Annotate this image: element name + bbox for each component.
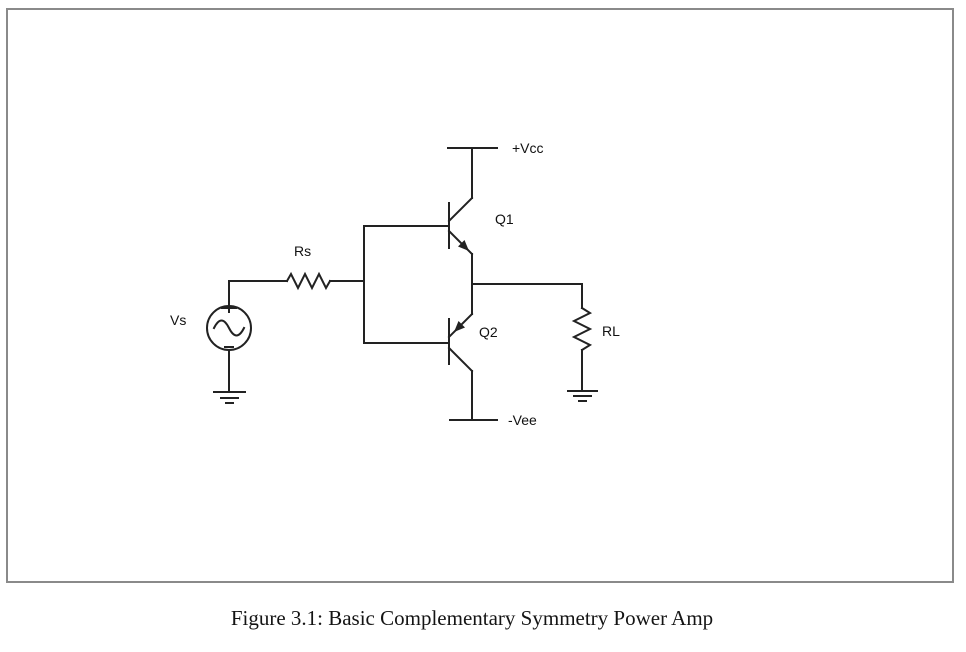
vs-label: Vs: [170, 312, 186, 328]
vcc-label: +Vcc: [512, 140, 544, 156]
q1-collector-lead: [447, 196, 474, 223]
rl-label: RL: [602, 323, 620, 339]
vs-to-rs-wire: [228, 280, 288, 313]
vs-sine-icon: [212, 319, 246, 337]
q1-emitter-arrow-icon: [458, 240, 469, 251]
rs-resistor-icon: [285, 271, 332, 291]
q2-collector-lead: [447, 346, 474, 373]
vee-label: -Vee: [508, 412, 537, 428]
figure-caption: Figure 3.1: Basic Complementary Symmetry…: [230, 606, 714, 630]
q2-emitter-arrow-icon: [454, 321, 465, 332]
q1-label: Q1: [495, 211, 514, 227]
rl-resistor-icon: [571, 306, 593, 352]
figure-border: [6, 8, 954, 583]
rs-label: Rs: [294, 243, 311, 259]
q2-label: Q2: [479, 324, 498, 340]
